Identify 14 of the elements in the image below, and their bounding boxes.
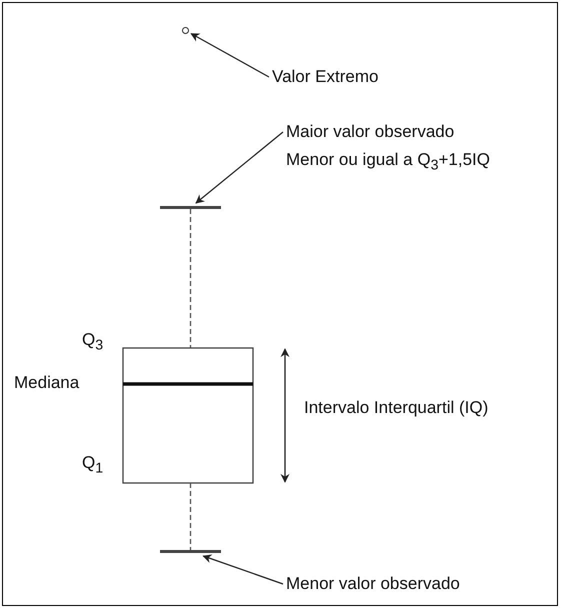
whisker-cap xyxy=(160,550,221,553)
whisker-cap xyxy=(160,206,221,209)
leader-line xyxy=(190,33,270,78)
outlier-point xyxy=(182,27,189,34)
annotation-text: Menor valor observado xyxy=(286,570,460,598)
annotation-text: Menor ou igual a Q$_{3}$+1,5IQ xyxy=(286,149,490,176)
quartile-label: Q$_{3}$ xyxy=(82,329,104,356)
range-label: Intervalo Interquartil (IQ) xyxy=(304,397,488,419)
quartile-label: Q$_{1}$ xyxy=(82,452,104,478)
leader-line xyxy=(202,554,284,585)
annotation-text: Valor Extremo xyxy=(272,63,378,91)
median-label: Mediana xyxy=(14,372,80,394)
annotation-text: Maior valor observado xyxy=(286,121,456,143)
leader-line xyxy=(195,132,284,204)
